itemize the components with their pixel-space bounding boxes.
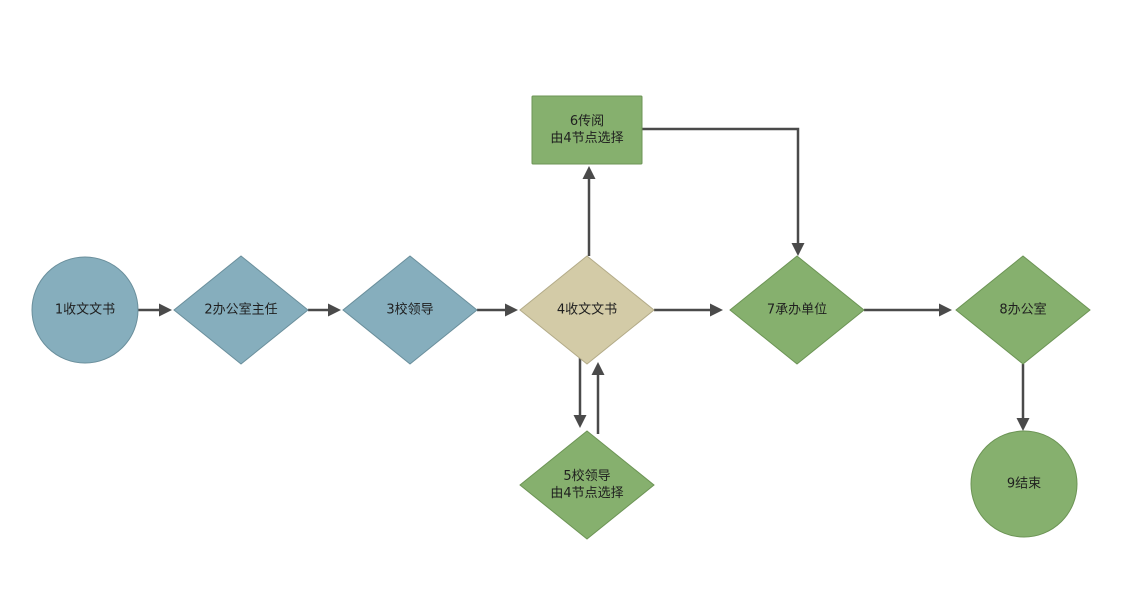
node-n2-label-1: 2办公室主任 xyxy=(204,302,277,318)
edge-n4-n7-arrowhead xyxy=(710,303,723,317)
node-n4[interactable]: 4收文文书 xyxy=(519,255,655,365)
node-n4-diamond xyxy=(519,255,655,365)
edge-n7-n8 xyxy=(864,303,952,317)
edge-n4-n5 xyxy=(573,357,587,428)
node-n8[interactable]: 8办公室 xyxy=(955,255,1091,365)
edge-n6-n7-line xyxy=(642,127,800,243)
node-n7[interactable]: 7承办单位 xyxy=(729,255,865,365)
node-n1-circle xyxy=(31,256,139,364)
edge-n4-n5-arrowhead xyxy=(573,415,587,428)
edge-n6-n7-arrowhead xyxy=(791,243,805,256)
edge-n1-n2-arrowhead xyxy=(159,303,172,317)
edge-n3-n4-arrowhead xyxy=(505,303,518,317)
node-n9-circle xyxy=(970,430,1078,538)
edge-n1-n2 xyxy=(138,303,172,317)
node-n3-label-1: 3校领导 xyxy=(386,302,433,318)
node-n8-diamond xyxy=(955,255,1091,365)
edge-n2-n3-arrowhead xyxy=(328,303,341,317)
edge-n6-n7 xyxy=(642,127,805,256)
node-n1-label-1: 1收文文书 xyxy=(55,303,115,318)
edge-n7-n8-arrowhead xyxy=(939,303,952,317)
node-n9[interactable]: 9结束 xyxy=(970,430,1078,538)
node-n7-label-1: 7承办单位 xyxy=(767,303,827,318)
node-n2[interactable]: 2办公室主任 xyxy=(173,255,309,365)
edge-n4-n7 xyxy=(654,303,723,317)
node-n6-label-2: 由4节点选择 xyxy=(550,131,623,146)
edge-n5-n4 xyxy=(591,362,605,434)
edge-n8-n9-arrowhead xyxy=(1016,418,1030,431)
node-n1[interactable]: 1收文文书 xyxy=(31,256,139,364)
edge-n4-n6-arrowhead xyxy=(582,166,596,179)
node-n2-diamond xyxy=(173,255,309,365)
edge-n3-n4 xyxy=(477,303,518,317)
node-n5-label-2: 由4节点选择 xyxy=(550,486,623,501)
node-n3[interactable]: 3校领导 xyxy=(342,255,478,365)
edge-n8-n9 xyxy=(1016,364,1030,431)
node-n4-label-1: 4收文文书 xyxy=(557,303,617,318)
edge-n4-n6 xyxy=(582,166,596,256)
node-n7-diamond xyxy=(729,255,865,365)
node-n5-diamond xyxy=(519,430,655,540)
node-n9-label-1: 9结束 xyxy=(1007,477,1041,492)
node-n6-label-1: 6传阅 xyxy=(570,114,604,129)
node-n3-diamond xyxy=(342,255,478,365)
node-n8-label-1: 8办公室 xyxy=(999,302,1046,318)
edges-layer xyxy=(138,127,1030,434)
edge-n5-n4-arrowhead xyxy=(591,362,605,375)
node-n6-rectangle xyxy=(531,95,643,165)
node-n5-label-1: 5校领导 xyxy=(563,468,610,484)
edge-n2-n3 xyxy=(308,303,341,317)
